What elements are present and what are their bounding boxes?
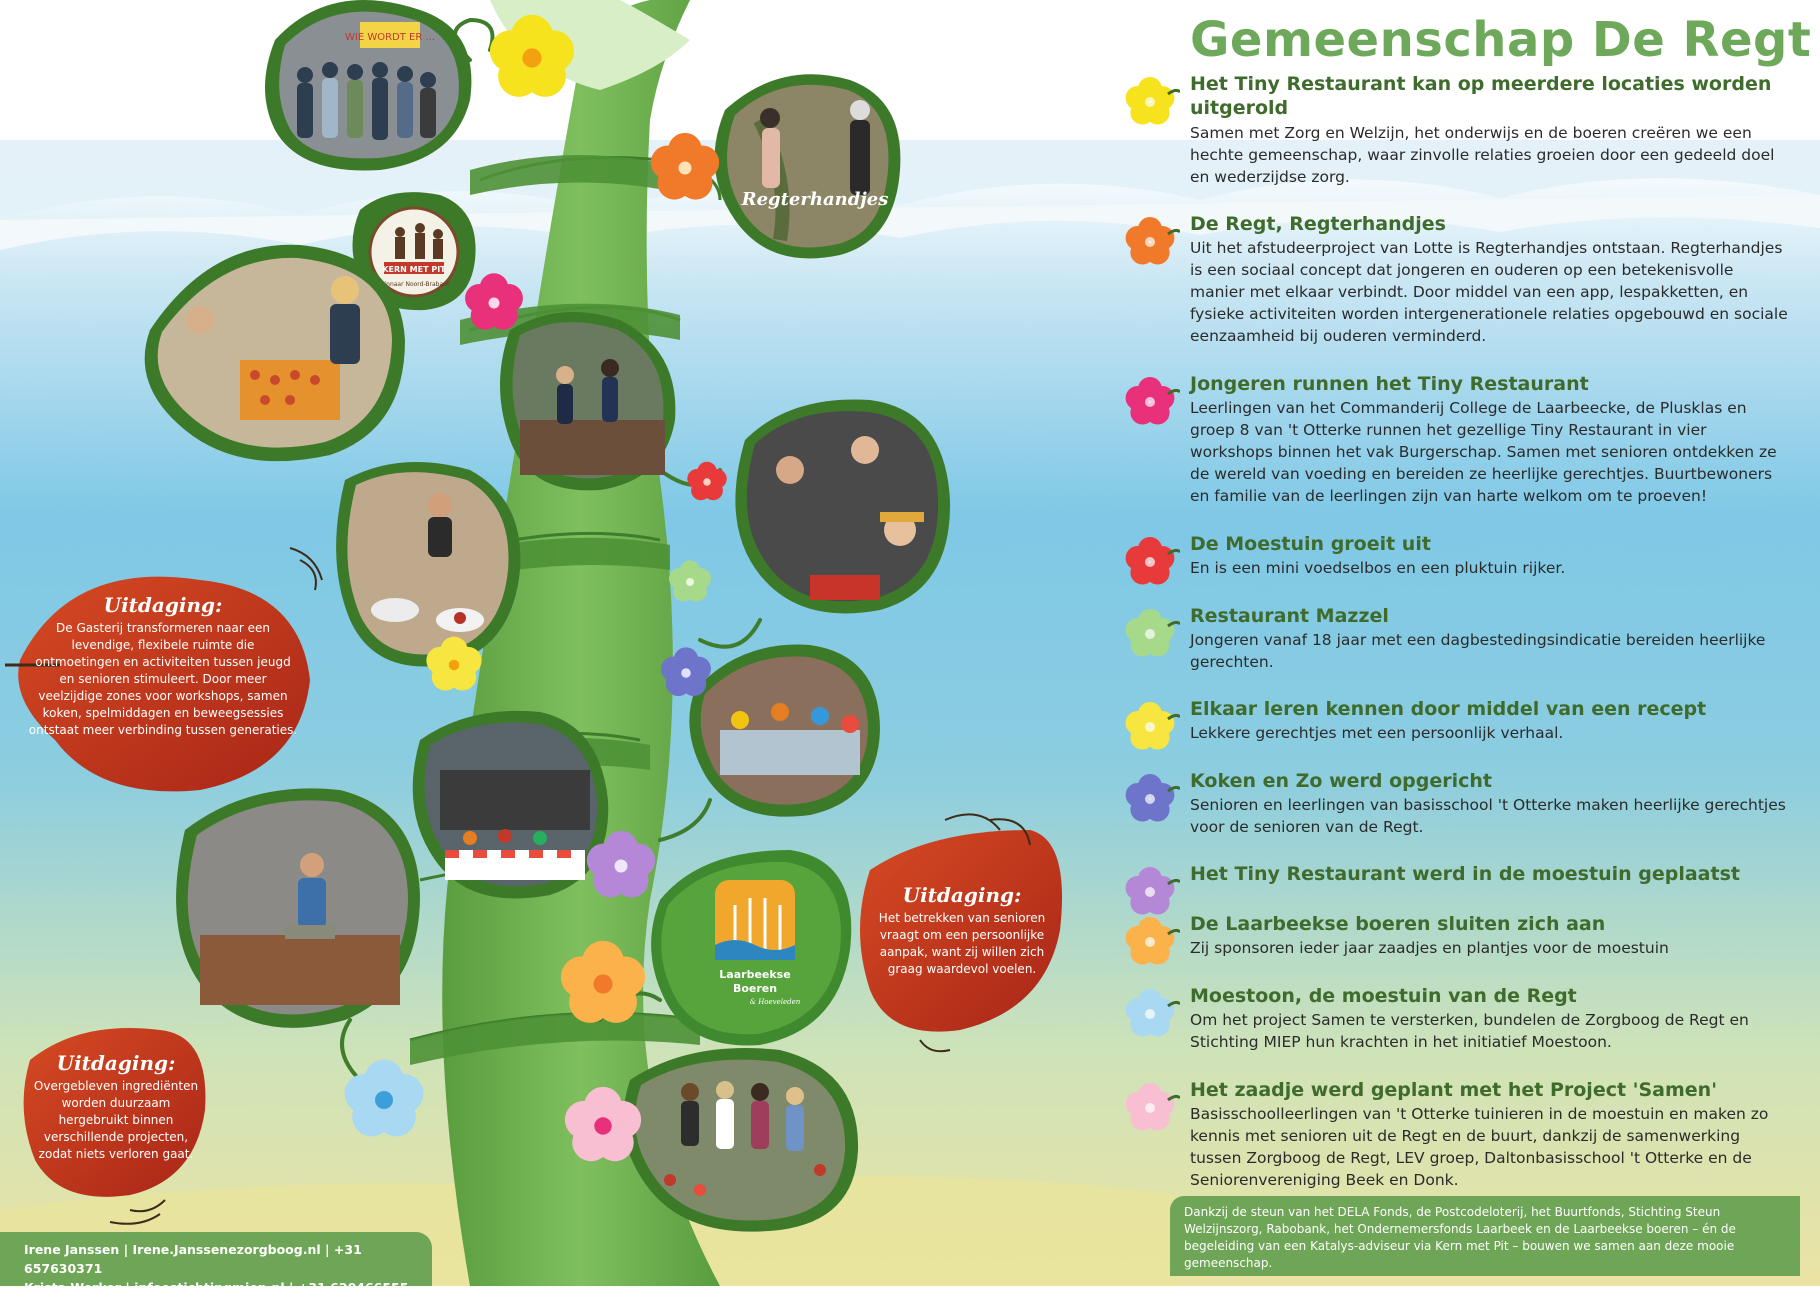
challenge-card-1: Uitdaging: De Gasterij transformeren naa… xyxy=(28,592,298,739)
challenge-leaf-3 xyxy=(23,1028,206,1225)
contact-panel: Irene Janssen | Irene.Janssenezorgboog.n… xyxy=(0,1232,432,1295)
challenge-card-2: Uitdaging: Het betrekken van senioren vr… xyxy=(872,882,1052,978)
yellow-flower-icon xyxy=(1125,77,1180,125)
challenge-title: Uitdaging: xyxy=(103,593,223,617)
contact-line-irene[interactable]: Irene Janssen | Irene.Janssenezorgboog.n… xyxy=(24,1242,362,1276)
timeline-entry-heading: Moestoon, de moestuin van de Regt xyxy=(1190,985,1577,1007)
stem-flower-light-orange xyxy=(560,940,646,1023)
photo-leaf-garden-man xyxy=(176,788,420,1028)
stem-flower-yellow-mid xyxy=(426,636,482,691)
light-blue-flower-icon xyxy=(1125,989,1180,1037)
boeren-logo-line2: Boeren xyxy=(733,982,777,995)
light-orange-flower-icon xyxy=(1125,917,1180,965)
beanstalk-stem xyxy=(442,0,720,1286)
boeren-logo-leaf: Laarbeekse Boeren & Hoeveleden xyxy=(651,850,852,1046)
photo-leaf-women-group xyxy=(623,1048,859,1232)
timeline-entry-heading: Elkaar leren kennen door middel van een … xyxy=(1190,698,1707,720)
blue-flower-icon xyxy=(1125,774,1180,822)
timeline-entry-heading: Het Tiny Restaurant werd in de moestuin … xyxy=(1190,863,1740,885)
kern-met-pit-logo-leaf: KERN MET PIT Winnaar Noord-Brabant xyxy=(352,192,476,311)
photo-leaf-group-students: WIE WORDT ER ... xyxy=(265,0,472,171)
kern-logo-text: KERN MET PIT xyxy=(382,265,446,274)
red-flower-icon xyxy=(1125,537,1180,585)
green-flower-icon xyxy=(1125,609,1180,657)
boeren-logo-line3: & Hoeveleden xyxy=(750,998,801,1006)
sponsors-panel: Dankzij de steun van het DELA Fonds, de … xyxy=(1170,1196,1800,1276)
stem-flower-blue xyxy=(661,647,711,697)
contact-line-krista[interactable]: Krista Werker | infoestichtingmiep.nl | … xyxy=(24,1280,409,1295)
timeline-entry-text: Zij sponsoren ieder jaar zaadjes en plan… xyxy=(1190,939,1669,957)
stem-flower-pink xyxy=(465,273,523,330)
light-pink-flower-icon xyxy=(1125,1083,1180,1131)
photo-leaf-tree-planting xyxy=(500,312,676,491)
timeline-entry-heading: Koken en Zo werd opgericht xyxy=(1190,770,1492,792)
challenge-text: Overgebleven ingrediënten worden duurzaa… xyxy=(33,1079,199,1161)
stem-flower-yellow-top xyxy=(489,14,575,97)
stem-flower-light-pink xyxy=(564,1086,642,1162)
challenge-leaf-1 xyxy=(5,547,323,792)
timeline-entry-text: En is een mini voedselbos en een pluktui… xyxy=(1190,559,1566,577)
timeline-entry-text: Jongeren vanaf 18 jaar met een dagbested… xyxy=(1190,631,1766,671)
timeline-entry-heading: Het Tiny Restaurant kan op meerdere loca… xyxy=(1190,73,1772,119)
stem-flower-green xyxy=(668,560,712,602)
photo-leaf-regterhandjes: Regterhandjes xyxy=(714,74,901,259)
orange-flower-icon xyxy=(1125,217,1180,265)
pink-flower-icon xyxy=(1125,377,1180,425)
challenge-text: Het betrekken van senioren vraagt om een… xyxy=(878,911,1046,976)
regterhandjes-logo-text: Regterhandjes xyxy=(741,189,889,210)
timeline-entry-text: Uit het afstudeerproject van Lotte is Re… xyxy=(1190,239,1788,345)
stem-flower-light-blue xyxy=(344,1059,424,1137)
timeline-entry-heading: De Moestuin groeit uit xyxy=(1190,533,1431,555)
timeline-entry-heading: Jongeren runnen het Tiny Restaurant xyxy=(1190,373,1589,395)
timeline-entry-heading: Het zaadje werd geplant met het Project … xyxy=(1190,1079,1718,1101)
yellow-flower-icon xyxy=(1125,702,1180,750)
timeline-entry-text: Senioren en leerlingen van basisschool '… xyxy=(1190,796,1786,836)
page-title: Gemeenschap De Regt xyxy=(1190,12,1812,68)
timeline-entry-heading: De Regt, Regterhandjes xyxy=(1190,213,1446,235)
challenge-title: Uitdaging: xyxy=(56,1051,176,1075)
timeline-entry-text: Samen met Zorg en Welzijn, het onderwijs… xyxy=(1190,124,1775,186)
challenge-text: De Gasterij transformeren naar een leven… xyxy=(28,621,298,737)
boeren-logo-line1: Laarbeekse xyxy=(719,968,790,981)
timeline-entry-text: Basisschoolleerlingen van 't Otterke tui… xyxy=(1190,1105,1769,1189)
photo-leaf-kitchen xyxy=(336,462,521,667)
timeline-entry-text: Om het project Samen te versterken, bund… xyxy=(1190,1011,1749,1051)
challenge-card-3: Uitdaging: Overgebleven ingrediënten wor… xyxy=(30,1050,202,1163)
timeline-entry-text: Leerlingen van het Commanderij College d… xyxy=(1190,399,1777,505)
kern-sub-text: Winnaar Noord-Brabant xyxy=(379,281,450,288)
stem-flower-orange xyxy=(650,132,720,200)
timeline-entry-heading: De Laarbeekse boeren sluiten zich aan xyxy=(1190,913,1606,935)
photo-leaf-cooking-workshop xyxy=(144,244,405,462)
timeline-entry-heading: Restaurant Mazzel xyxy=(1190,605,1389,627)
timeline-entry-text: Lekkere gerechtjes met een persoonlijk v… xyxy=(1190,724,1564,742)
stem-flower-purple xyxy=(586,830,656,898)
photo-leaf-selfie xyxy=(735,399,951,614)
banner-sign-text: WIE WORDT ER ... xyxy=(345,32,435,43)
photo-leaf-tiny-restaurant xyxy=(412,710,609,899)
purple-flower-icon xyxy=(1125,867,1180,915)
photo-leaf-dinner-table xyxy=(689,644,880,817)
challenge-leaf-2 xyxy=(860,813,1062,1053)
stem-flower-red xyxy=(687,461,727,501)
challenge-title: Uitdaging: xyxy=(902,883,1022,907)
